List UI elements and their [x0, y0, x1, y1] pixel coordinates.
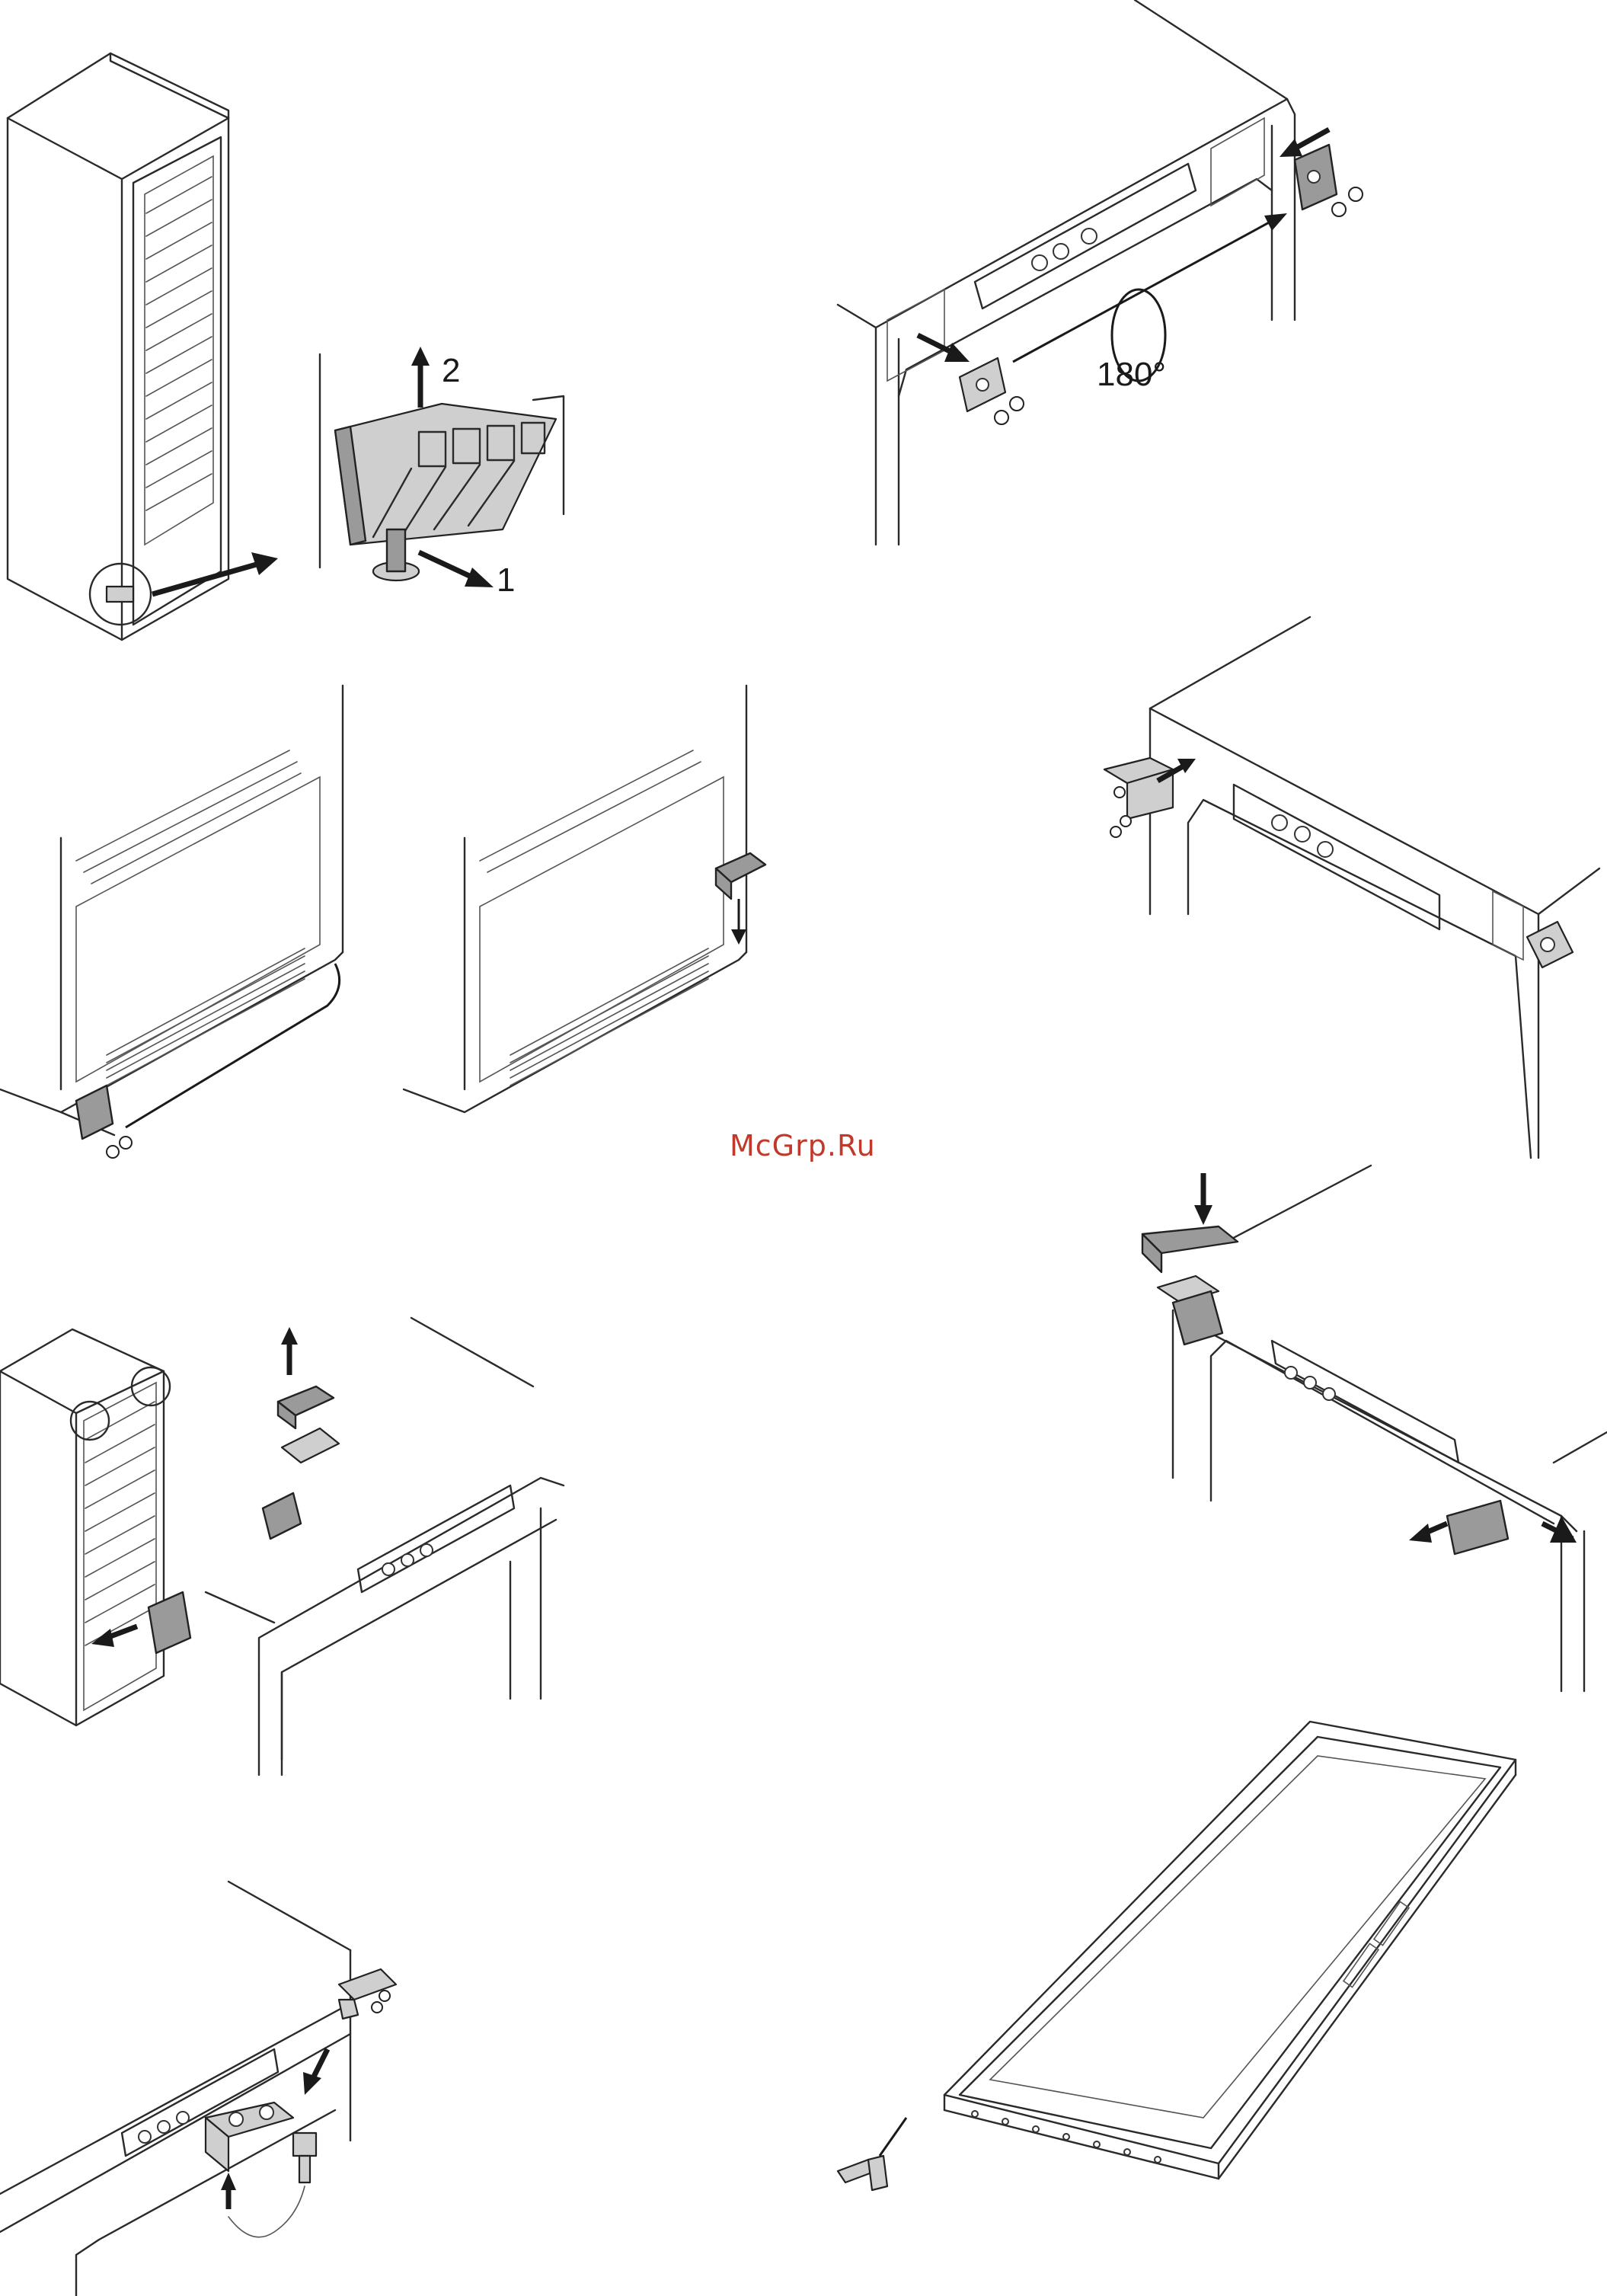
pin-insert-arrow [303, 2049, 327, 2095]
cabinet-bottom-illustration-2 [404, 686, 746, 1112]
panel-cabinet-overview [0, 46, 320, 640]
hinge-bracket-new [1104, 758, 1173, 837]
hinge-plate-side-inserted [1447, 1501, 1508, 1554]
panel-cabinet-top-hinges [0, 1325, 183, 1737]
cabinet-top-illustration-3 [206, 1318, 564, 1775]
pin-link-line [228, 2186, 305, 2237]
step-label-1: 1 [497, 564, 515, 597]
panel-top-hinge-mount [1081, 609, 1607, 1158]
insert-arrow-down [731, 899, 746, 945]
watermark-text: McGrp.Ru [730, 1129, 876, 1162]
panel-cap-removal [206, 1318, 632, 1775]
hinge-plate-right [1295, 145, 1363, 216]
panel-door-hinge [838, 1714, 1523, 2247]
push-arrow-left [1409, 1524, 1447, 1543]
panel-bottom-cover-insert [404, 686, 769, 1158]
panel-hinge-rotation [830, 0, 1409, 548]
cabinet-top-illustration-4 [1173, 1166, 1607, 1691]
pin-up-arrow [221, 2173, 236, 2209]
cabinet-top-illustration-2 [1150, 617, 1599, 1158]
cabinet-bottom-illustration-3 [0, 1882, 350, 2296]
cabinet-bottom-illustration [0, 686, 343, 1135]
hinge-bracket-mounted [1527, 922, 1573, 967]
hinge-bracket-top [263, 1428, 339, 1539]
lift-arrow-2 [411, 347, 430, 408]
detail-arrow [152, 552, 278, 594]
panel-cap-insert [1127, 1158, 1607, 1691]
hinge-bracket-upper [339, 1969, 396, 2019]
rotation-label: 180° [1097, 358, 1166, 392]
transfer-line [126, 964, 340, 1127]
door-hinge-pin [838, 2118, 906, 2190]
hinge-pin [293, 2133, 316, 2182]
hinge-plate-left [960, 358, 1024, 424]
press-arrow-down [1194, 1173, 1212, 1225]
bottom-plate [76, 1086, 132, 1158]
step-label-2: 2 [442, 354, 460, 388]
panel-lower-hinge-pin [0, 1874, 427, 2296]
pull-arrow-1 [419, 552, 494, 587]
cabinet-illustration-small [0, 1329, 170, 1725]
cabinet-illustration [8, 53, 228, 640]
cabinet-top-illustration [838, 0, 1295, 545]
transfer-arrow [1013, 213, 1287, 362]
lift-arrow [281, 1327, 298, 1375]
hinge-plate-top-inserted [1158, 1276, 1222, 1345]
cover-cap-lifted [278, 1386, 334, 1428]
panel-bottom-plate-transfer [0, 686, 366, 1158]
cover-cap-new [1142, 1226, 1238, 1272]
door-illustration [944, 1722, 1516, 2179]
hinge-bracket-lower [206, 2103, 293, 2171]
